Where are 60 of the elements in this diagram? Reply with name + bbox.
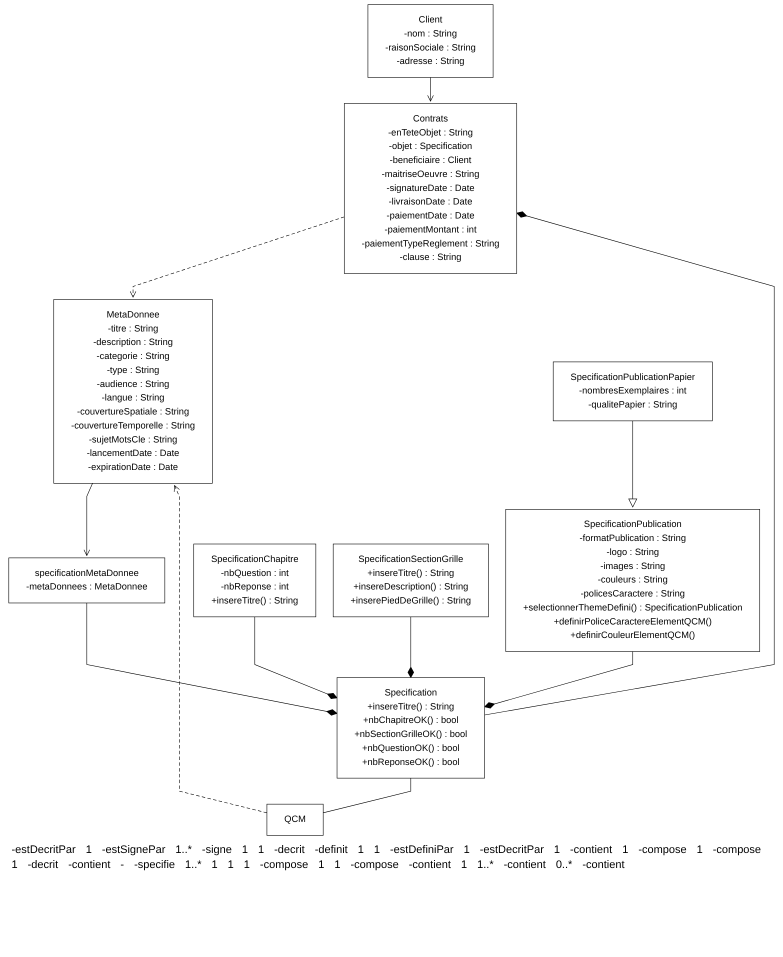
node-box: Client -nom : String -raisonSociale : String -adresse : String: [368, 4, 494, 78]
role-label: -definit: [314, 844, 348, 856]
role-label: 1: [554, 844, 560, 856]
node-box: SpecificationSectionGrille +insereTitre() : String +insereDescription() : String +inserePiedDeGrille() : String: [332, 544, 489, 618]
arrow: [130, 216, 345, 298]
role-label: 1: [464, 844, 470, 856]
connector: [484, 651, 634, 708]
role-label: 1: [86, 844, 92, 856]
role-label: -contient: [68, 859, 110, 871]
role-label: 1..*: [477, 859, 494, 871]
arrow: [84, 483, 93, 556]
connector: [484, 211, 774, 716]
arrow: [174, 485, 268, 814]
arrow: [628, 420, 638, 508]
role-label: 1: [696, 844, 703, 856]
node-box: MetaDonnee -titre : String -description : String -categorie : String -type : String -audience : String -langue : String -couvertureSpatiale : String -couvertureTemporelle : String -sujetMotsCle : String -lancementDate : Date -expirationDate : Date: [53, 299, 213, 484]
connector: [322, 778, 412, 814]
role-label: 1: [460, 859, 468, 871]
role-label: -estSignePar: [102, 844, 166, 856]
role-label: 1: [358, 844, 364, 856]
role-label: -estDecritPar: [480, 844, 544, 856]
role-label: 1: [318, 859, 324, 871]
role-label: -specifie: [134, 859, 176, 871]
role-label: -compose: [638, 844, 687, 856]
role-label: 1: [212, 859, 218, 871]
role-label: 1: [258, 844, 264, 856]
connector: [254, 616, 338, 699]
role-label: 1: [622, 844, 628, 856]
role-label: 1: [242, 844, 248, 856]
role-label: -decrit: [274, 844, 305, 856]
role-label: -decrit: [28, 859, 58, 871]
role-label: -contient: [408, 859, 451, 871]
role-label: 1: [244, 859, 250, 871]
role-label: -compose: [712, 844, 762, 856]
node-box: SpecificationPublication -formatPublication : String -logo : String -images : String -couleurs : String -policesCaractere : String +selectionnerThemeDefini() : SpecificationPublication +definirPoliceCaractereElementQCM() +definirCouleurElementQCM(): [505, 509, 760, 652]
role-label: 1..*: [175, 844, 192, 856]
connector: [86, 602, 338, 716]
role-label: -compose: [260, 859, 308, 871]
role-label: 1..*: [185, 859, 202, 871]
arrow: [427, 77, 434, 102]
role-label: 0..*: [556, 859, 572, 871]
role-label: -estDefiniPar: [390, 844, 454, 856]
node-box: specificationMetaDonnee -metaDonnees : MetaDonnee: [8, 558, 166, 604]
role-label: 1: [334, 859, 340, 871]
role-label: 1: [374, 844, 380, 856]
node-box: SpecificationPublicationPapier -nombresExemplaires : int -qualitePapier : String: [552, 362, 713, 422]
role-label: -: [120, 859, 124, 871]
role-label: -contient: [504, 859, 546, 871]
node-box: Specification +insereTitre() : String +nbChapitreOK() : bool +nbSectionGrilleOK() : bool +nbQuestionOK() : bool +nbReponseOK() : bool: [336, 677, 485, 778]
node-box: Contrats -enTeteObjet : String -objet : Specification -beneficiaire : Client -maitriseOeuvre : String -signatureDate : Date -livraisonDate : Date -paiementDate : Date -paiementMontant : int -paiementTypeReglement : String -clause : String: [344, 103, 518, 274]
connector: [408, 616, 414, 678]
node-box: QCM: [266, 804, 324, 836]
role-label: -compose: [350, 859, 399, 871]
role-label: 1: [12, 859, 18, 871]
role-label: -contient: [582, 859, 625, 871]
node-box: SpecificationChapitre -nbQuestion : int -nbReponse : int +insereTitre() : String: [193, 544, 316, 618]
role-label: -signe: [202, 844, 232, 856]
role-label: -contient: [570, 844, 612, 856]
role-label: -estDecritPar: [12, 844, 76, 856]
role-label: 1: [228, 859, 234, 871]
